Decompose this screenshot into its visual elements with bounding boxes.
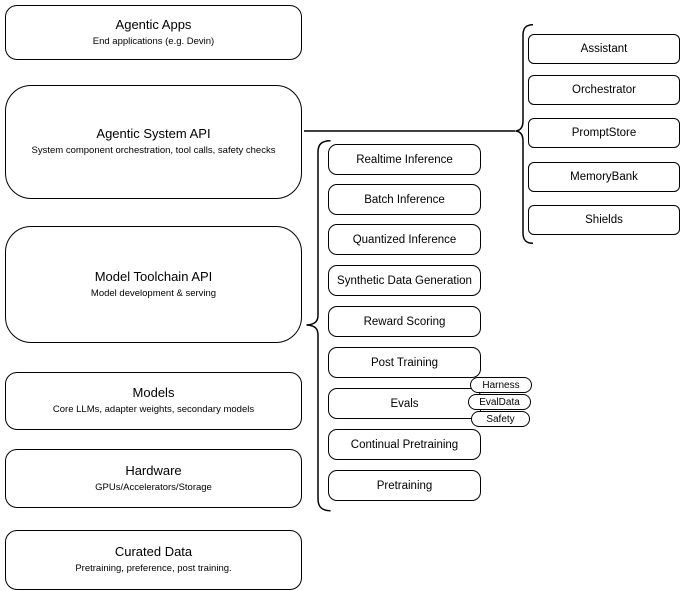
evals-tag-harness: Harness xyxy=(470,377,532,393)
evals-tag-label: EvalData xyxy=(479,396,520,408)
toolchain-label: Continual Pretraining xyxy=(350,438,459,451)
toolchain-box-batch-inference: Batch Inference xyxy=(328,184,481,215)
layer-title: Agentic Apps xyxy=(115,16,192,32)
toolchain-box-quantized-inference: Quantized Inference xyxy=(328,224,481,255)
toolchain-brace xyxy=(306,140,331,512)
toolchain-box-synthetic-data-generation: Synthetic Data Generation xyxy=(328,265,481,296)
toolchain-label: Evals xyxy=(390,397,419,410)
layer-title: Model Toolchain API xyxy=(94,268,213,284)
layer-box-agentic-system-api: Agentic System API System component orch… xyxy=(5,85,302,199)
layer-subtitle: End applications (e.g. Devin) xyxy=(92,35,215,47)
system-box-shields: Shields xyxy=(528,205,680,235)
toolchain-label: Pretraining xyxy=(376,479,433,492)
layer-box-agentic-apps: Agentic Apps End applications (e.g. Devi… xyxy=(5,5,302,60)
system-label: Assistant xyxy=(580,43,628,55)
toolchain-box-pretraining: Pretraining xyxy=(328,470,481,501)
layer-box-models: Models Core LLMs, adapter weights, secon… xyxy=(5,372,302,430)
toolchain-label: Realtime Inference xyxy=(356,153,453,166)
layer-subtitle: Pretraining, preference, post training. xyxy=(75,563,232,575)
system-label: MemoryBank xyxy=(570,171,638,183)
system-label: Orchestrator xyxy=(572,84,636,96)
layer-box-curated-data: Curated Data Pretraining, preference, po… xyxy=(5,530,302,590)
layer-subtitle: Core LLMs, adapter weights, secondary mo… xyxy=(52,404,255,416)
system-box-promptstore: PromptStore xyxy=(528,118,680,148)
layer-title: Models xyxy=(132,385,175,401)
layer-title: Hardware xyxy=(125,462,182,478)
toolchain-label: Post Training xyxy=(370,356,439,369)
evals-tag-safety: Safety xyxy=(471,411,530,427)
system-box-orchestrator: Orchestrator xyxy=(528,75,680,105)
system-label: Shields xyxy=(585,214,623,226)
layer-subtitle: System component orchestration, tool cal… xyxy=(31,145,276,157)
layer-title: Curated Data xyxy=(114,544,193,560)
toolchain-label: Synthetic Data Generation xyxy=(337,274,472,287)
toolchain-box-realtime-inference: Realtime Inference xyxy=(328,144,481,175)
toolchain-box-evals: Evals xyxy=(328,388,481,419)
system-box-assistant: Assistant xyxy=(528,34,680,64)
system-box-memorybank: MemoryBank xyxy=(528,162,680,192)
layer-box-hardware: Hardware GPUs/Accelerators/Storage xyxy=(5,449,302,508)
toolchain-label: Batch Inference xyxy=(364,193,445,206)
evals-tag-evaldata: EvalData xyxy=(468,394,531,410)
system-label: PromptStore xyxy=(571,127,637,139)
evals-tag-label: Harness xyxy=(482,379,520,391)
evals-tag-label: Safety xyxy=(486,413,515,425)
layer-title: Agentic System API xyxy=(96,126,211,142)
toolchain-box-continual-pretraining: Continual Pretraining xyxy=(328,429,481,460)
toolchain-label: Reward Scoring xyxy=(363,315,446,328)
toolchain-box-reward-scoring: Reward Scoring xyxy=(328,306,481,337)
layer-subtitle: GPUs/Accelerators/Storage xyxy=(95,481,212,493)
toolchain-label: Quantized Inference xyxy=(352,233,457,246)
layer-box-model-toolchain-api: Model Toolchain API Model development & … xyxy=(5,226,302,343)
layer-subtitle: Model development & serving xyxy=(90,287,217,299)
toolchain-box-post-training: Post Training xyxy=(328,347,481,378)
